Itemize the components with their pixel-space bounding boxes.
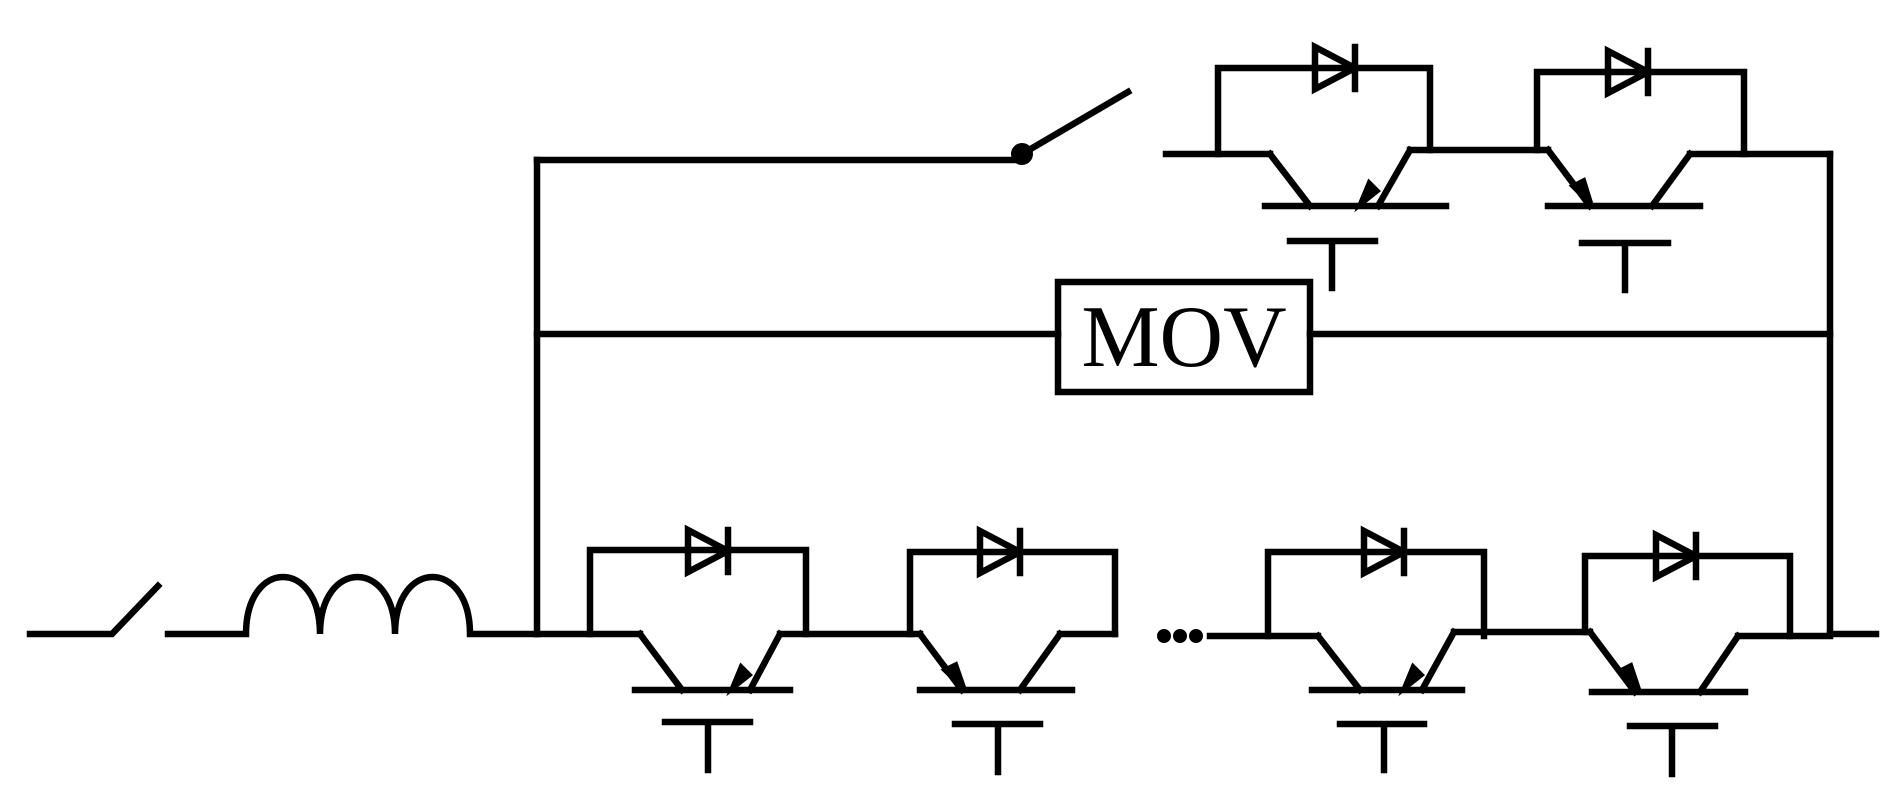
igbt-diode-module-icon xyxy=(1214,41,1450,292)
igbt-diode-module-icon xyxy=(1264,525,1488,774)
mov-label: MOV xyxy=(1081,289,1286,386)
input-switch-icon xyxy=(26,581,163,638)
igbt-diode-module-icon xyxy=(1581,529,1794,778)
ellipsis-icon xyxy=(1157,629,1203,643)
mechanical-switch-icon xyxy=(1011,87,1133,165)
igbt-diode-module-icon xyxy=(1533,45,1748,294)
igbt-diode-module-icon xyxy=(586,524,810,774)
igbt-diode-module-icon xyxy=(906,525,1119,776)
inductor-icon xyxy=(164,573,539,638)
